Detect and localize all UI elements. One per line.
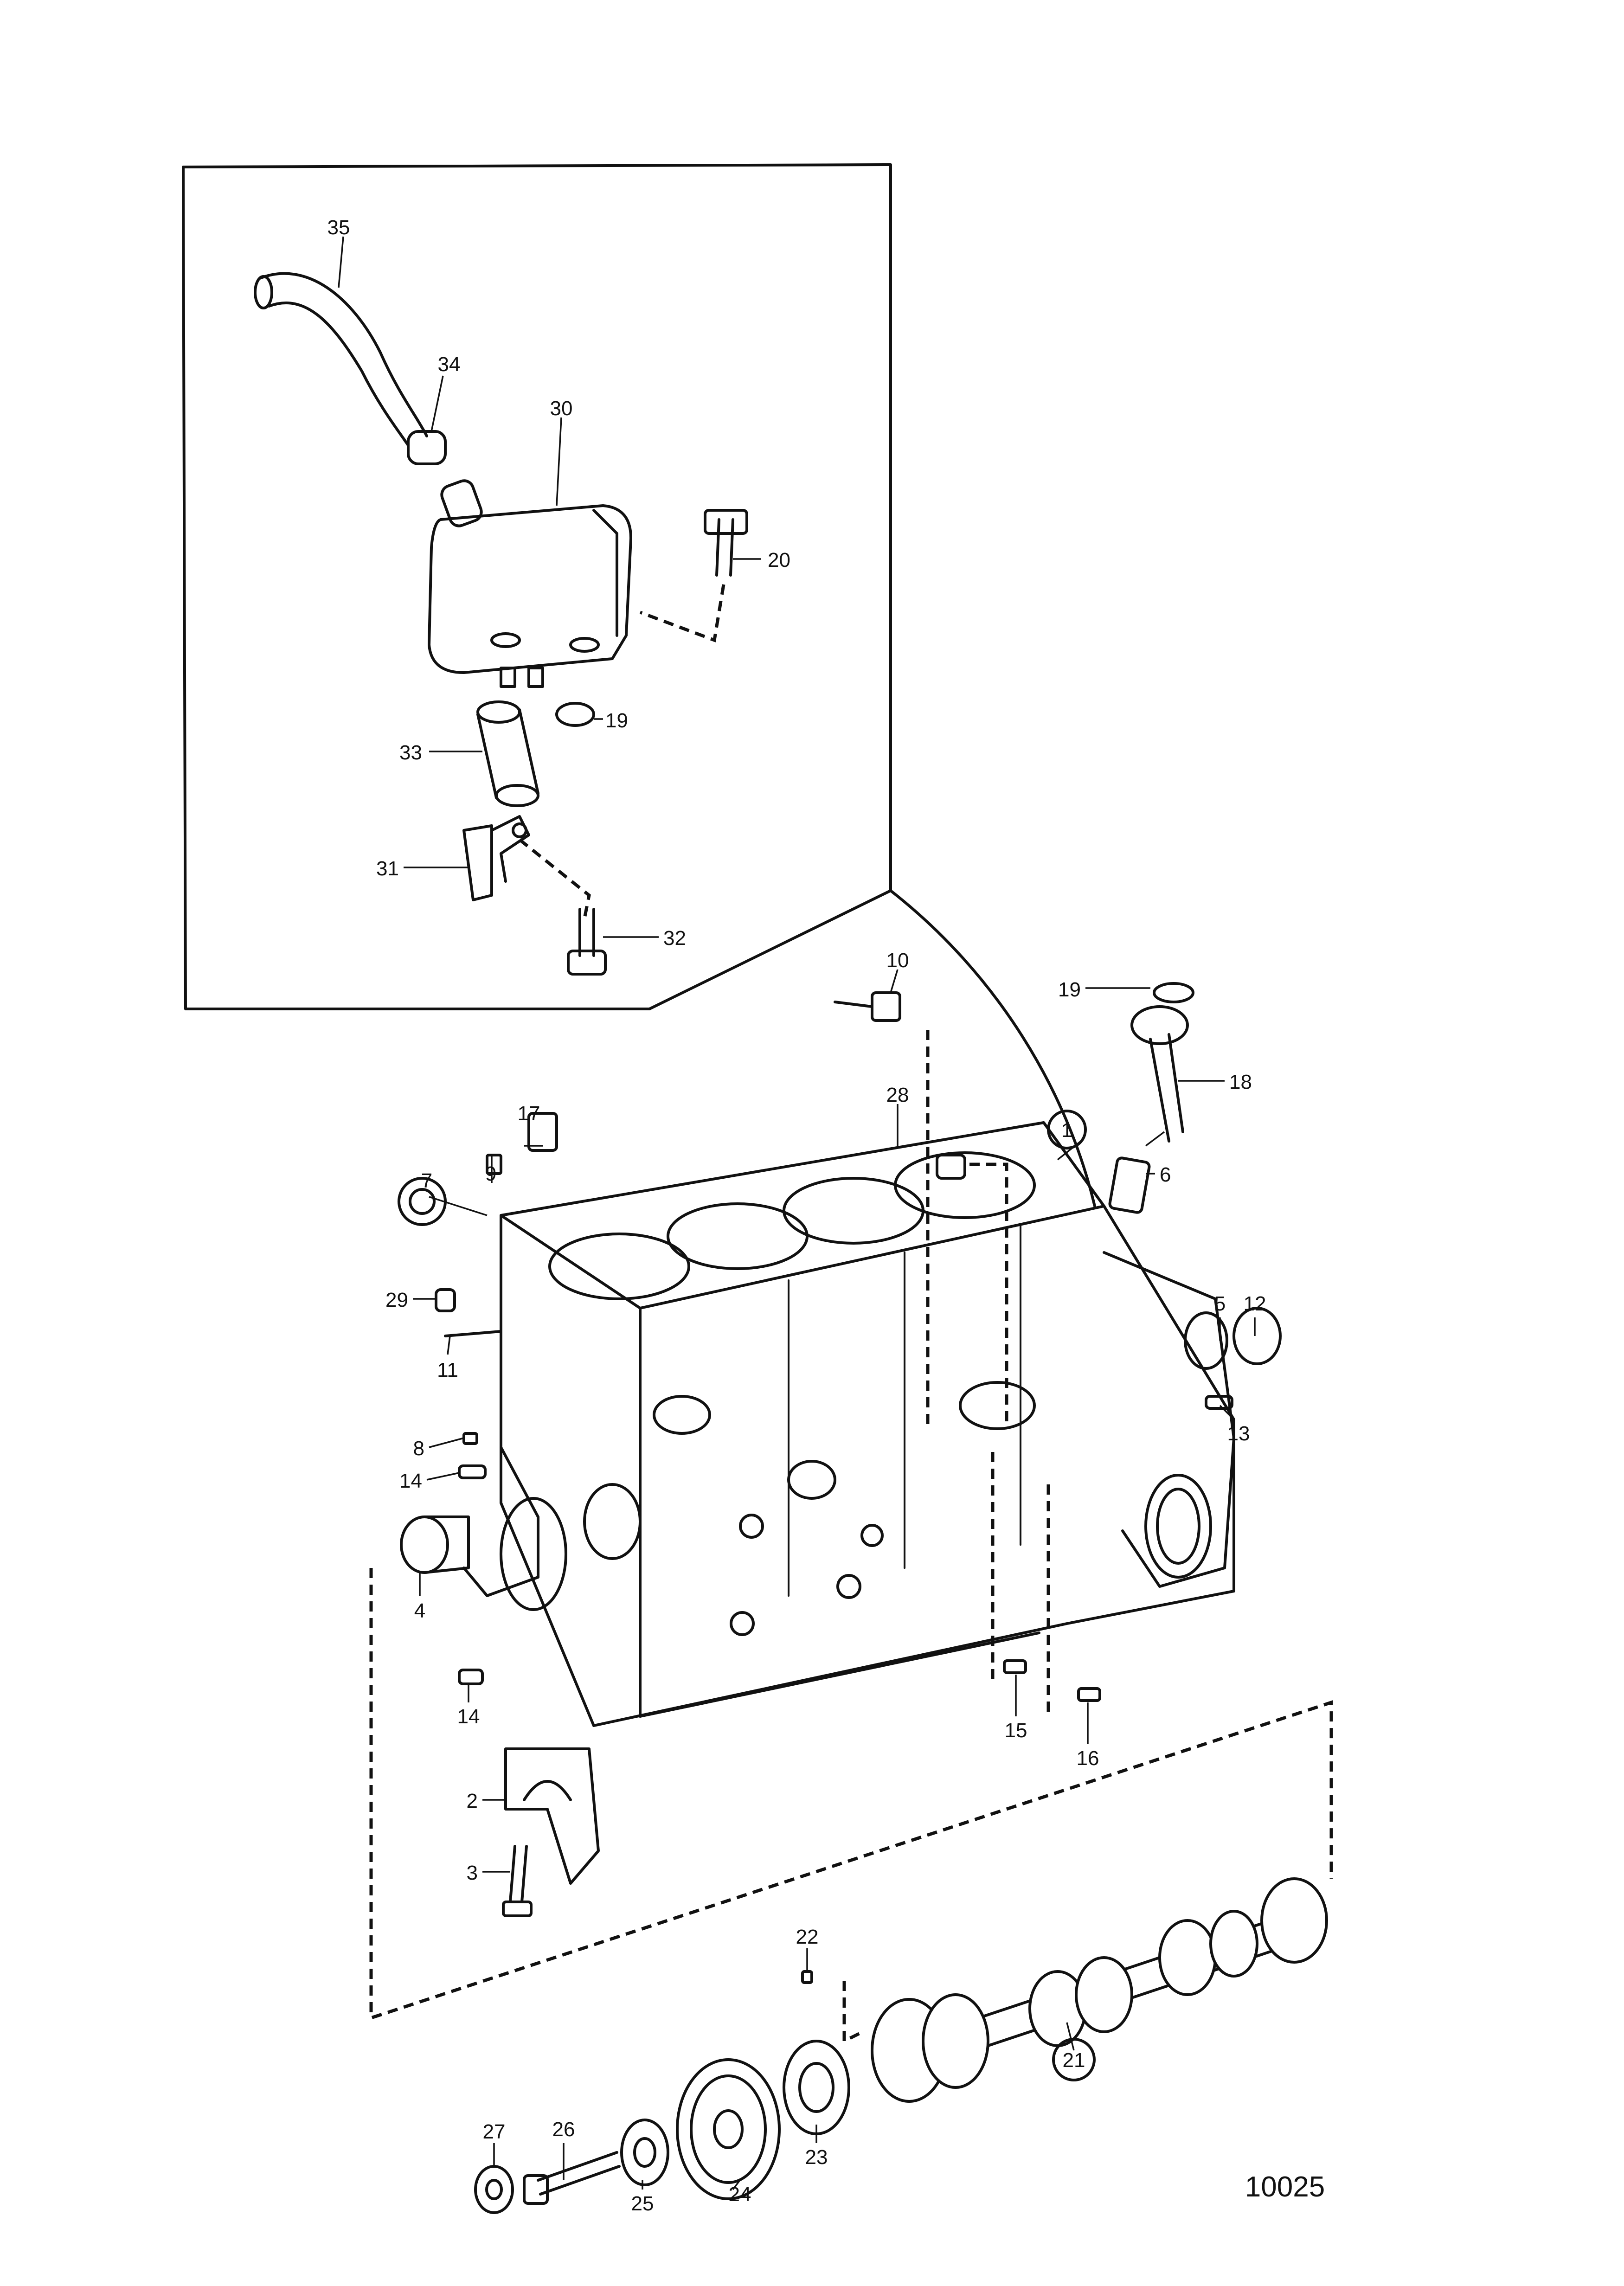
part-label-30: 30 <box>550 397 573 420</box>
camshaft-bearing <box>783 2040 850 2135</box>
part-label-3: 3 <box>467 1862 478 1884</box>
part-label-34: 34 <box>438 353 461 376</box>
part-label-23: 23 <box>805 2146 828 2169</box>
oil-pressure-sender <box>834 991 930 1424</box>
part-label-31: 31 <box>376 857 399 880</box>
assembly-line <box>369 1568 1333 2020</box>
part-label-26: 26 <box>552 2118 575 2141</box>
oil-trap-housing <box>428 479 632 688</box>
part-label-12: 12 <box>1244 1292 1266 1315</box>
camshaft <box>871 1877 1328 2103</box>
leader-lines <box>338 236 1256 2190</box>
part-label-20: 20 <box>768 549 790 572</box>
part-label-11: 11 <box>437 1359 458 1381</box>
main-bearing-front <box>400 1515 470 1574</box>
part-label-29: 29 <box>385 1289 408 1311</box>
part-label-10: 10 <box>886 949 909 972</box>
washer-flange <box>620 2119 669 2186</box>
dowel-pins <box>435 1112 1233 1702</box>
part-label-13: 13 <box>1227 1422 1250 1445</box>
part-label-22: 22 <box>796 1926 819 1948</box>
part-label-32: 32 <box>663 927 686 950</box>
part-label-9: 9 <box>485 1162 496 1185</box>
part-label-35: 35 <box>327 216 350 239</box>
part-label-24: 24 <box>729 2183 751 2206</box>
part-label-15: 15 <box>1005 1719 1027 1742</box>
gear-bolt <box>523 2151 621 2205</box>
part-label-17: 17 <box>518 1102 540 1125</box>
main-bearing-rear <box>1184 1307 1282 1370</box>
part-callout-circle <box>1047 1110 1087 1149</box>
part-label-21: 21 <box>1063 2049 1085 2072</box>
part-label-18: 18 <box>1229 1071 1252 1093</box>
cylinder-block <box>462 1121 1235 1727</box>
part-label-27: 27 <box>483 2120 506 2143</box>
hose-clamp <box>407 430 447 465</box>
part-label-28: 28 <box>886 1084 909 1106</box>
woodruff-key <box>801 1970 813 1984</box>
part-label-14: 14 <box>399 1470 422 1492</box>
part-label-8: 8 <box>413 1437 424 1460</box>
part-callout-circle <box>1052 2038 1096 2081</box>
part-label-16: 16 <box>1077 1747 1099 1770</box>
part-label-6: 6 <box>1160 1163 1171 1186</box>
distributor-drive <box>1108 982 1194 1214</box>
part-label-7: 7 <box>421 1169 432 1192</box>
seal-ring <box>409 1188 436 1215</box>
main-bearing-cap <box>504 1747 600 1885</box>
plug <box>936 1154 966 1180</box>
part-label-14: 14 <box>457 1705 480 1728</box>
part-label-33: 33 <box>399 741 422 764</box>
part-label-5: 5 <box>1214 1292 1226 1315</box>
inset-detail-frame <box>182 163 1096 1207</box>
part-label-4: 4 <box>414 1599 425 1622</box>
part-label-19: 19 <box>605 709 628 732</box>
timing-gear <box>676 2058 781 2200</box>
bearing-cap-bolt <box>502 1845 533 1917</box>
part-label-1: 1 <box>1061 1119 1072 1142</box>
part-label-2: 2 <box>467 1790 478 1812</box>
o-ring <box>555 702 595 727</box>
breather-hose <box>254 272 428 447</box>
drawing-number: 10025 <box>1245 2171 1325 2203</box>
part-label-19: 19 <box>1058 978 1081 1001</box>
part-label-25: 25 <box>631 2192 654 2215</box>
pipe <box>476 700 539 807</box>
bracket <box>462 815 591 919</box>
bolt <box>639 509 748 642</box>
bolt <box>567 908 607 976</box>
nut <box>474 2165 514 2214</box>
